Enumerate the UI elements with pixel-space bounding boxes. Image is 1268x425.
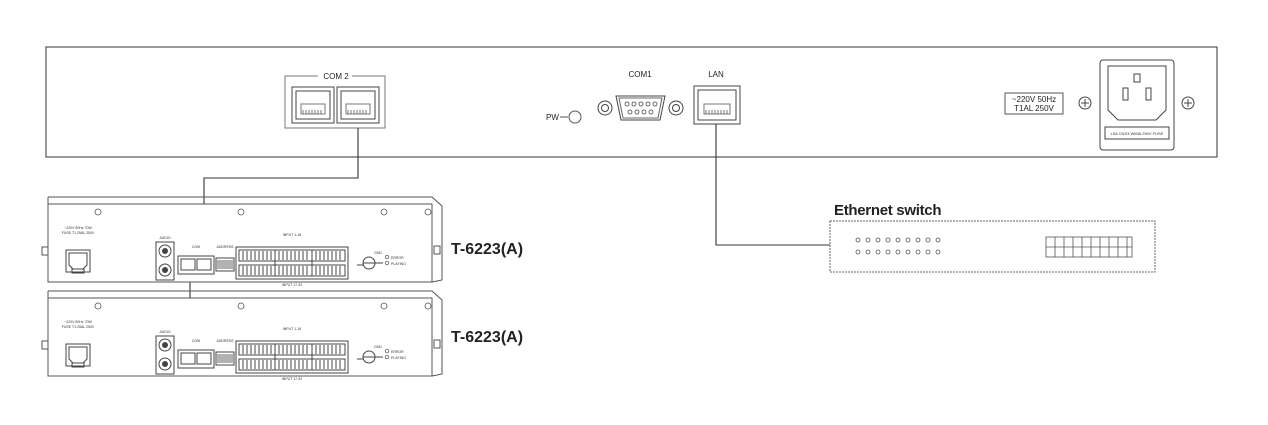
device-1-input-bottom-label: INPUT 17-32 <box>282 283 302 287</box>
switch-title: Ethernet switch <box>834 202 941 219</box>
power-inlet-socket[interactable]: L5A CNS3 WIMA 250V FUSE <box>1078 59 1195 151</box>
pw-label: PW <box>546 113 559 122</box>
fuse-text: L5A CNS3 WIMA 250V FUSE <box>1111 131 1164 136</box>
lan-label: LAN <box>708 70 724 79</box>
device-2-power-text-2: FUSE T1.25AL 250V <box>62 325 95 329</box>
device-1-playing-label: PLAYING <box>391 262 406 266</box>
main-unit: COM 2 PW COM1 <box>45 46 1218 158</box>
device-1-power-text-2: FUSE T1.25AL 250V <box>62 231 95 235</box>
device-2-input-bottom-label: INPUT 17-32 <box>282 377 302 381</box>
device-1-chassis <box>41 196 443 283</box>
power-rating-line2: T1AL 250V <box>1014 104 1054 113</box>
ethernet-switch: Ethernet switch <box>829 202 1156 273</box>
device-2-error-label: ERROR <box>391 350 404 354</box>
device-2-com-label: COM <box>192 339 200 343</box>
power-rating-line1: ~220V 50Hz <box>1012 95 1056 104</box>
switch-led-row-bottom <box>855 249 941 255</box>
device-unit-2: ~220V 50Hz 70W FUSE T1.25AL 250V AUDIO C… <box>41 290 523 381</box>
cable-lan-to-switch <box>715 124 830 246</box>
device-2-model-label: T-6223(A) <box>451 329 523 346</box>
device-1-error-label: ERROR <box>391 256 404 260</box>
com1-label: COM1 <box>628 70 652 79</box>
device-1-com-label: COM <box>192 245 200 249</box>
device-2-input-top-label: INPUT 1-16 <box>283 327 301 331</box>
power-indicator-icon <box>568 110 582 124</box>
device-1-address-label: ADDRESS <box>217 245 235 249</box>
power-rating-box <box>1004 92 1064 115</box>
device-1-model-label: T-6223(A) <box>451 241 523 258</box>
device-2-chassis <box>41 290 443 377</box>
com2-label: COM 2 <box>323 72 349 81</box>
device-2-address-label: ADDRESS <box>217 339 235 343</box>
device-unit-1: ~220V 50Hz 70W FUSE T1.25AL 250V AUDIO C… <box>41 196 523 287</box>
device-1-gnd-label: GND <box>374 251 382 255</box>
com2-rj45-port-b[interactable] <box>336 86 380 124</box>
device-1-input-top-label: INPUT 1-16 <box>283 233 301 237</box>
com1-db9-port[interactable] <box>597 95 684 121</box>
device-2-audio-label: AUDIO <box>159 330 170 334</box>
lan-rj45-port[interactable] <box>693 85 741 125</box>
switch-port-block[interactable] <box>1045 236 1133 258</box>
com2-rj45-port-a[interactable] <box>291 86 335 124</box>
device-1-audio-label: AUDIO <box>159 236 170 240</box>
device-2-gnd-label: GND <box>374 345 382 349</box>
device-1-power-text-1: ~220V 50Hz 70W <box>64 226 92 230</box>
device-2-playing-label: PLAYING <box>391 356 406 360</box>
switch-led-row-top <box>855 237 941 243</box>
com2-port-group: COM 2 <box>284 70 386 129</box>
device-2-power-text-1: ~220V 50Hz 70W <box>64 320 92 324</box>
